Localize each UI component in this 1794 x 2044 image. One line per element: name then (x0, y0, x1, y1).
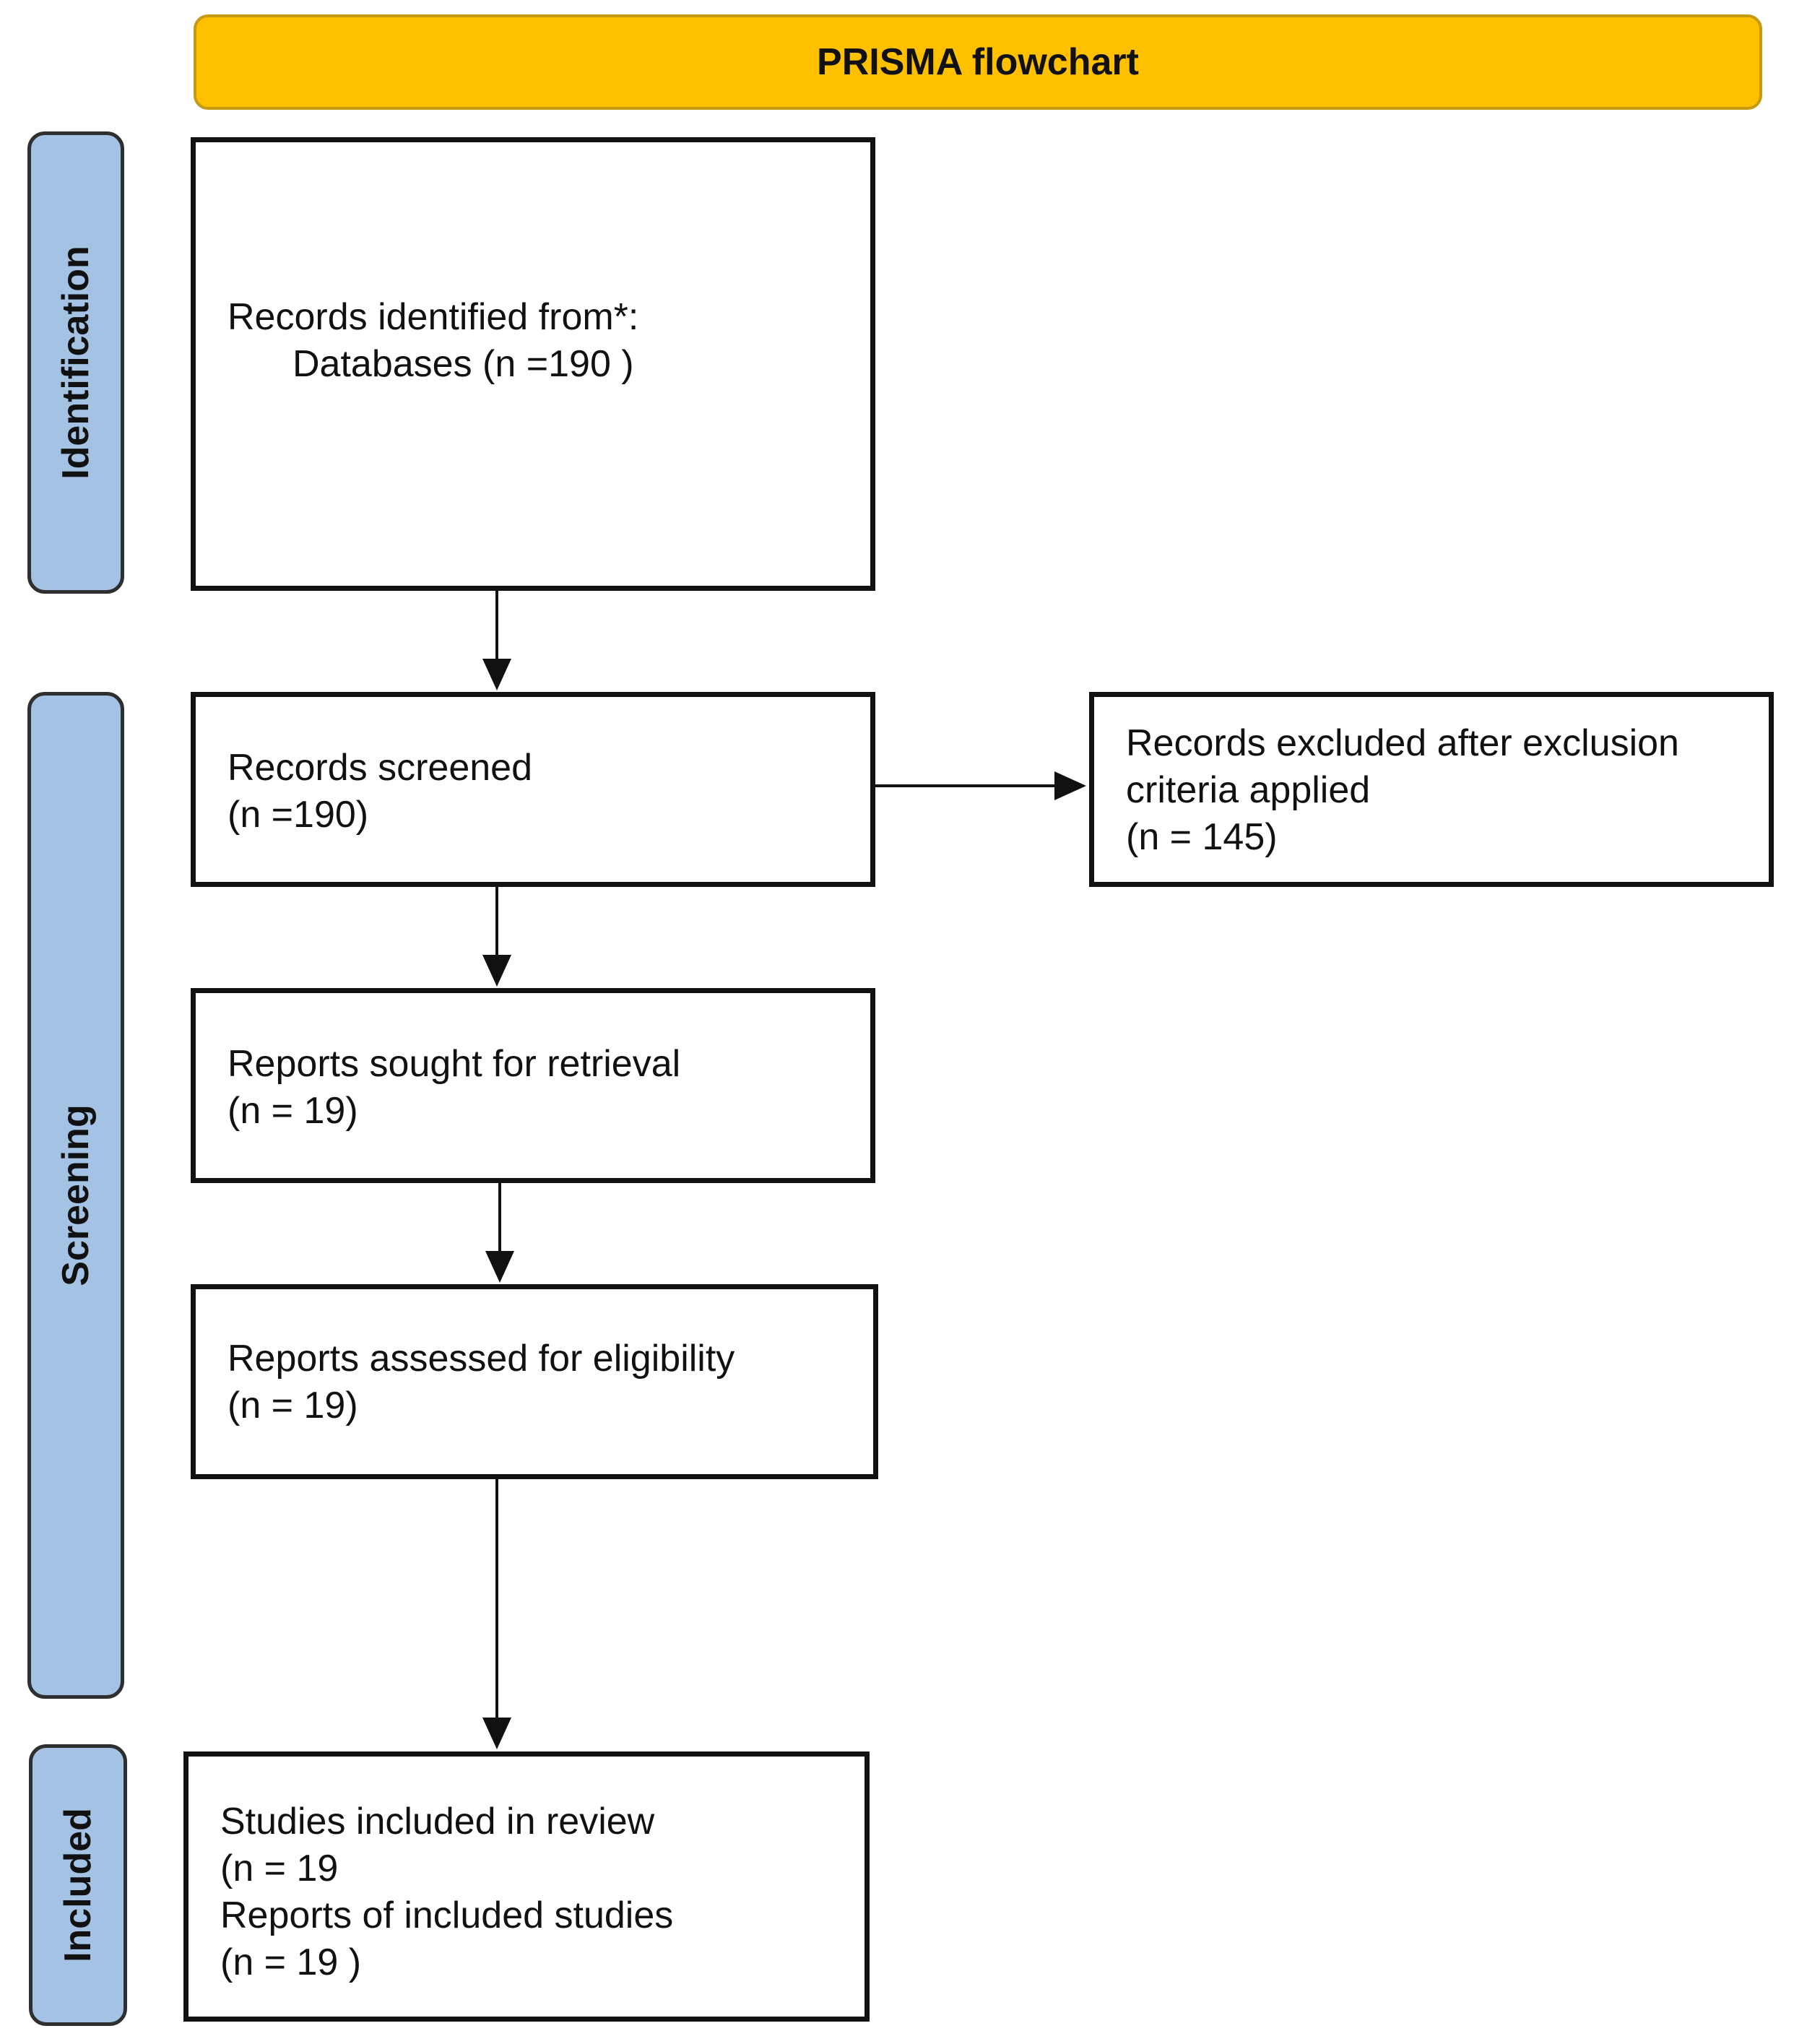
reports-sought-box: Reports sought for retrieval (n = 19) (191, 988, 875, 1183)
arrow-sought-to-assessed (485, 1183, 514, 1283)
studies-included-box: Studies included in review (n = 19 Repor… (183, 1751, 870, 2022)
studies-included-count: (n = 19 (220, 1848, 339, 1889)
records-screened-count: (n =190) (228, 794, 369, 836)
stage-screening: Screening (27, 692, 124, 1699)
records-excluded-box: Records excluded after exclusion criteri… (1089, 692, 1774, 887)
records-identified-box: Records identified from*: Databases (n =… (191, 137, 875, 591)
stage-identification: Identification (27, 131, 124, 594)
records-identified-count: Databases (n =190 ) (292, 343, 634, 385)
reports-sought-count: (n = 19) (228, 1090, 358, 1132)
reports-assessed-box: Reports assessed for eligibility (n = 19… (191, 1284, 878, 1479)
prisma-title-banner: PRISMA flowchart (194, 14, 1762, 110)
reports-included-count: (n = 19 ) (220, 1941, 362, 1983)
records-excluded-line2: criteria applied (1126, 769, 1371, 811)
arrow-assessed-to-included (482, 1479, 511, 1749)
studies-included-line1: Studies included in review (220, 1801, 655, 1842)
records-excluded-line1: Records excluded after exclusion (1126, 722, 1679, 764)
stage-included: Included (29, 1744, 127, 2026)
arrow-screened-to-excluded (875, 771, 1086, 800)
reports-included-line: Reports of included studies (220, 1894, 674, 1936)
records-screened-box: Records screened (n =190) (191, 692, 875, 887)
arrow-identified-to-screened (482, 591, 511, 690)
flowchart-title: PRISMA flowchart (817, 41, 1139, 83)
arrow-screened-to-sought (482, 887, 511, 987)
reports-sought-line1: Reports sought for retrieval (228, 1043, 681, 1085)
reports-assessed-line1: Reports assessed for eligibility (228, 1338, 735, 1380)
records-screened-line1: Records screened (228, 747, 532, 789)
reports-assessed-count: (n = 19) (228, 1385, 358, 1426)
records-identified-line1: Records identified from*: (228, 296, 639, 338)
records-excluded-count: (n = 145) (1126, 816, 1278, 858)
